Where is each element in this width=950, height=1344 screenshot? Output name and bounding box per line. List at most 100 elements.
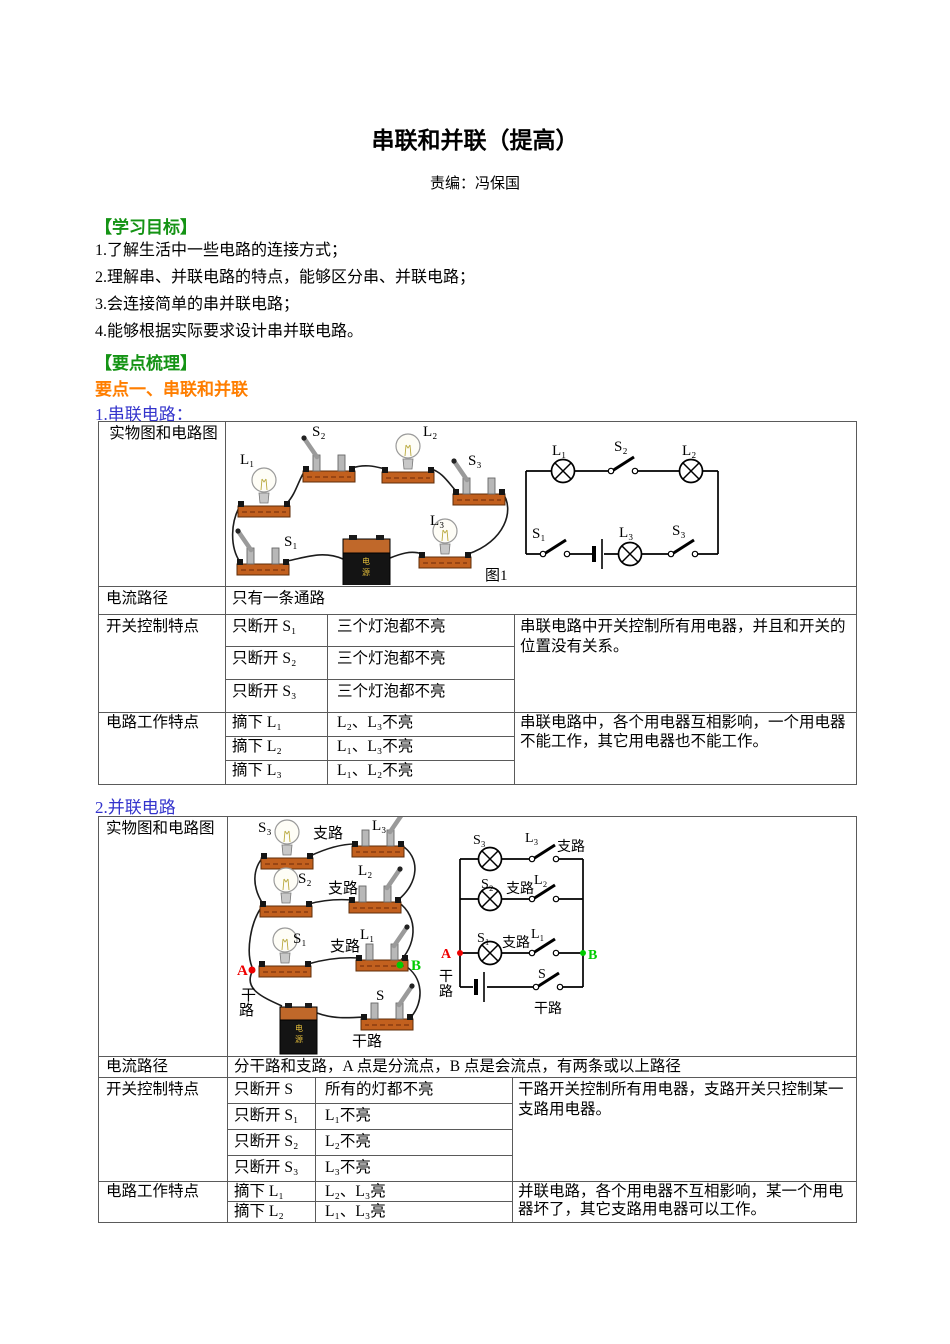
cell-action: 只断开 S₁: [227, 1102, 316, 1130]
lamp-L1-symbol: [550, 458, 576, 484]
label-branch: 支路: [313, 825, 343, 842]
parallel-table: 实物图和电路图: [98, 816, 858, 1223]
objective-item: 2.理解串、并联电路的特点，能够区分串、并联电路；: [95, 269, 476, 286]
table-row: 只断开 S₂ L₂不亮: [99, 1128, 857, 1156]
label-S3: S₃: [258, 820, 272, 836]
cell-result: L₂不亮: [315, 1128, 513, 1156]
bulb-L1-icon: [237, 467, 291, 518]
table-row: 开关控制特点 只断开 S₁ 三个灯泡都不亮 串联电路中开关控制所有用电器，并且和…: [98, 614, 858, 713]
objective-item: 4.能够根据实际要求设计串并联电路。: [95, 323, 364, 340]
label-S1: S₁: [532, 526, 546, 542]
parallel-figure-cell: 电 源 S₃ 支路 L₃ S₂ 支路 L₂ S₁ 支路 L₁ A B: [226, 816, 858, 1057]
series-table: 实物图和电路图: [98, 421, 858, 785]
label-L2: L₂: [534, 873, 548, 888]
row-label-switch-control: 开关控制特点: [98, 614, 226, 713]
page-title: 串联和并联（提高）: [371, 127, 579, 153]
node-b-dot: [396, 961, 404, 969]
label-S2: S₂: [614, 439, 628, 455]
label-trunk: 干: [241, 988, 256, 1004]
point1-heading: 要点一、串联和并联: [95, 380, 248, 399]
label-L3: L₃: [430, 513, 444, 529]
label-S2: S₂: [298, 871, 312, 887]
bulb-L2-icon: [381, 433, 435, 484]
cell-action: 摘下 L₁: [227, 1180, 316, 1203]
row-label-current-path: 电流路径: [98, 1056, 228, 1078]
wires: [248, 843, 421, 1019]
table-row: 实物图和电路图: [98, 421, 858, 587]
row-label-photo: 实物图和电路图: [98, 421, 226, 587]
parallel-heading: 2.并联电路: [95, 798, 176, 817]
cell-action: 摘下 L₁: [225, 712, 328, 737]
figure-caption: 图1: [485, 567, 508, 584]
table-row: 摘下 L₃ L₁、L₂不亮: [99, 760, 857, 785]
objectives-heading: 【学习目标】: [95, 218, 197, 237]
node-a-dot: [457, 950, 463, 956]
label-trunk: 路: [239, 1002, 254, 1019]
objective-item: 1.了解生活中一些电路的连接方式；: [95, 242, 348, 259]
battery-char: 源: [362, 568, 370, 577]
label-S3: S₃: [473, 833, 486, 848]
table-row: 实物图和电路图: [98, 816, 858, 1057]
cell-action: 摘下 L₂: [227, 1201, 316, 1223]
cell-result: L₃不亮: [315, 1154, 513, 1182]
label-B: B: [588, 948, 597, 963]
table-row: 电流路径 只有一条通路: [98, 586, 858, 615]
battery-char: 电: [362, 556, 370, 566]
label-branch: 支路: [557, 839, 585, 855]
label-L1: L₁: [240, 452, 254, 468]
label-S3: S₃: [468, 453, 482, 469]
switch-S2-icon: [301, 435, 356, 483]
row-label-switch-control: 开关控制特点: [98, 1076, 228, 1182]
table-row: 只断开 S₃ 三个灯泡都不亮: [99, 679, 857, 713]
table-row: 电路工作特点 摘下 L₁ L₂、L₃不亮 串联电路中，各个用电器互相影响，一个用…: [98, 712, 858, 785]
battery-symbol: [474, 970, 486, 1004]
label-trunk: 路: [439, 984, 453, 1000]
series-circuit-figure: 电 源 L₁ S₂ L₂ S₃ L₃ S₁ 图1: [231, 424, 719, 585]
label-S2: S₂: [481, 877, 494, 892]
cell-result: 三个灯泡都不亮: [327, 614, 515, 647]
cell-action: 只断开 S₁: [225, 614, 328, 647]
switch-S-icon: [360, 983, 415, 1031]
table-row: 电流路径 分干路和支路，A 点是分流点，B 点是会流点，有两条或以上路径: [98, 1056, 858, 1078]
switch-L3-symbol: [527, 843, 561, 864]
cell-result: L₁、L₃亮: [315, 1201, 513, 1223]
table-row: 开关控制特点 只断开 S 所有的灯都不亮 干路开关控制所有用电器，支路开关只控制…: [98, 1076, 858, 1182]
row-label-current-path: 电流路径: [98, 586, 226, 615]
label-S2: S₂: [312, 424, 326, 440]
label-B: B: [411, 958, 421, 974]
label-branch: 支路: [328, 880, 358, 897]
schematic-wires: [459, 858, 584, 988]
label-trunk: 干路: [352, 1033, 382, 1050]
outline-heading: 【要点梳理】: [95, 354, 197, 373]
cell-action: 只断开 S: [227, 1076, 316, 1104]
objective-item: 3.会连接简单的串并联电路；: [95, 296, 300, 313]
parallel-circuit-figure: 电 源 S₃ 支路 L₃ S₂ 支路 L₂ S₁ 支路 L₁ A B: [237, 817, 597, 1055]
cell-action: 摘下 L₃: [225, 760, 328, 785]
battery-symbol: [592, 537, 604, 571]
table-row: 只断开 S₃ L₃不亮: [99, 1154, 857, 1182]
label-A: A: [441, 947, 452, 962]
table-row: 摘下 L₂ L₁、L₃不亮: [99, 736, 857, 761]
cell-result: 所有的灯都不亮: [315, 1076, 513, 1104]
label-L3: L₃: [372, 818, 386, 834]
switch-S2-symbol: [606, 455, 640, 476]
label-S3: S₃: [672, 523, 686, 539]
lamp-S3-symbol: [477, 846, 503, 872]
node-a-dot: [248, 966, 256, 974]
cell-result: L₂、L₃不亮: [327, 712, 515, 737]
row-label-work: 电路工作特点: [98, 1180, 228, 1223]
label-L2: L₂: [423, 424, 437, 440]
label-A: A: [237, 963, 248, 979]
cell-action: 只断开 S₃: [227, 1154, 316, 1182]
table-row: 只断开 S₂ 三个灯泡都不亮: [99, 646, 857, 680]
cell-result: L₁、L₃不亮: [327, 736, 515, 761]
lamp-L2-symbol: [678, 458, 704, 484]
cell-action: 只断开 S₃: [225, 679, 328, 713]
label-S1: S₁: [284, 534, 298, 550]
byline: 责编：冯保国: [429, 176, 520, 192]
battery-char: 电: [295, 1023, 303, 1033]
battery-icon: 电 源: [279, 1003, 318, 1055]
table-row: 电路工作特点 摘下 L₁ L₂、L₃亮 并联电路，各个用电器不互相影响，某一个用…: [98, 1180, 858, 1223]
label-trunk: 干路: [534, 1001, 562, 1017]
